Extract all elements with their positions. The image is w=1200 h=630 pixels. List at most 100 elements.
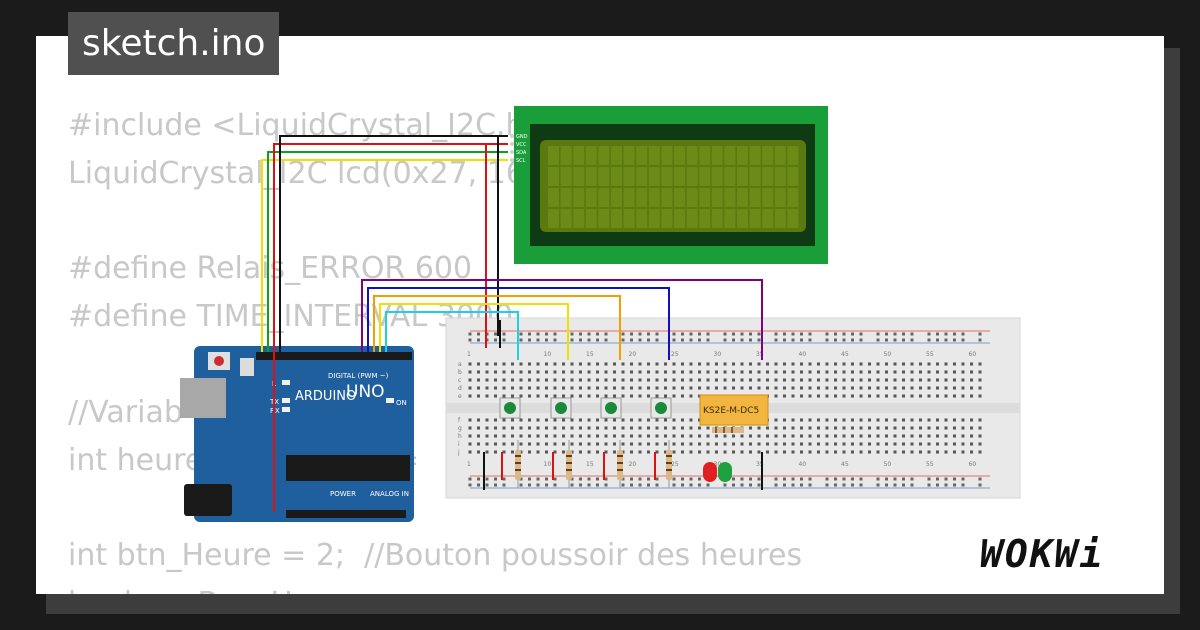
bb-hole: [528, 434, 531, 438]
bb-rail-hole: [910, 338, 914, 342]
bb-hole: [791, 426, 795, 430]
resistor[interactable]: [666, 440, 672, 488]
bb-hole: [570, 418, 574, 422]
bb-rail-hole: [630, 477, 633, 481]
bb-hole: [664, 362, 667, 366]
bb-hole: [817, 362, 820, 366]
led-red[interactable]: [703, 462, 717, 482]
code-line: int btn_Heure = 2; //Bouton poussoir des…: [68, 538, 803, 574]
resistor[interactable]: [566, 440, 572, 488]
lcd-cell: [573, 209, 585, 228]
bb-hole: [604, 442, 608, 446]
bb-hole: [562, 442, 565, 446]
bb-rail-hole: [502, 338, 506, 342]
led-rx: [282, 407, 290, 412]
bb-hole: [783, 450, 786, 454]
bb-hole: [613, 434, 616, 438]
bb-rail-hole: [876, 332, 880, 336]
bb-hole: [545, 370, 548, 374]
bb-hole: [902, 450, 905, 454]
push-button[interactable]: [600, 397, 622, 419]
bb-hole: [944, 442, 948, 446]
resistor[interactable]: [515, 440, 521, 488]
bb-hole: [468, 418, 472, 422]
bb-hole: [604, 362, 608, 366]
bb-hole: [808, 378, 812, 382]
arduino-uno[interactable]: ARDUINO UNO DIGITAL (PWM ~) POWER ANALOG…: [180, 346, 414, 522]
bb-hole: [808, 370, 812, 374]
bb-hole: [587, 450, 591, 454]
bb-rail-hole: [774, 332, 778, 336]
bb-rail-hole: [893, 477, 897, 481]
bb-hole: [528, 450, 531, 454]
bb-hole: [655, 370, 659, 374]
bb-hole: [800, 426, 803, 430]
bb-rail-hole: [485, 483, 489, 487]
lcd-cell: [724, 146, 736, 165]
push-button[interactable]: [550, 397, 572, 419]
bb-row-label: c: [458, 377, 461, 384]
bb-hole: [961, 370, 965, 374]
wire-sda: [267, 151, 508, 352]
bb-hole: [698, 442, 701, 446]
bb-hole: [842, 442, 846, 446]
bb-rail-hole: [859, 332, 863, 336]
lcd-pin: [510, 150, 514, 154]
bb-hole: [528, 362, 531, 366]
push-button[interactable]: [499, 397, 521, 419]
bb-rail-hole: [638, 483, 642, 487]
bb-hole: [800, 386, 803, 390]
relay-resistor: [712, 427, 744, 433]
bb-hole: [902, 434, 905, 438]
bb-hole: [715, 434, 718, 438]
resistor[interactable]: [617, 440, 623, 488]
bb-rail-hole: [579, 483, 582, 487]
bb-hole: [519, 394, 523, 398]
relay-module[interactable]: KS2E-M-DC5: [699, 394, 769, 433]
bb-hole: [468, 426, 472, 430]
push-button[interactable]: [650, 397, 672, 419]
bb-hole: [562, 378, 565, 382]
bb-hole: [647, 450, 650, 454]
bb-hole: [800, 418, 803, 422]
bb-hole: [706, 386, 710, 390]
bb-rail-hole: [545, 332, 548, 336]
bb-rail-hole: [902, 477, 905, 481]
bb-hole: [978, 450, 982, 454]
bb-hole: [868, 370, 871, 374]
bb-rail-hole: [468, 338, 472, 342]
power-label: POWER: [330, 490, 356, 498]
led-green[interactable]: [718, 462, 732, 482]
wire-blue: [367, 287, 670, 360]
bb-hole: [621, 442, 625, 446]
bb-hole: [740, 450, 744, 454]
bb-rail-hole: [672, 338, 676, 342]
bb-hole: [876, 442, 880, 446]
bb-hole: [562, 426, 565, 430]
bb-hole: [502, 386, 506, 390]
bb-rail-hole: [791, 477, 795, 481]
bb-row-label: d: [458, 385, 462, 392]
bb-hole: [553, 450, 557, 454]
wire-scl: [261, 159, 508, 352]
bb-hole: [834, 394, 837, 398]
bb-hole: [672, 434, 676, 438]
bb-rail-hole: [638, 332, 642, 336]
bb-rail-hole: [494, 338, 497, 342]
led-tx: [282, 398, 290, 403]
power-analog-header: [286, 510, 406, 518]
bb-hole: [851, 386, 854, 390]
bb-hole: [596, 426, 599, 430]
bb-rail-hole: [494, 477, 497, 481]
bb-rail-hole: [604, 483, 608, 487]
bb-rail-hole: [749, 332, 752, 336]
bb-hole: [545, 418, 548, 422]
bb-hole: [579, 434, 582, 438]
bb-hole: [621, 378, 625, 382]
bb-rail-hole: [502, 477, 506, 481]
file-tab[interactable]: sketch.ino: [68, 12, 280, 75]
bb-hole: [927, 378, 931, 382]
bb-hole: [791, 442, 795, 446]
